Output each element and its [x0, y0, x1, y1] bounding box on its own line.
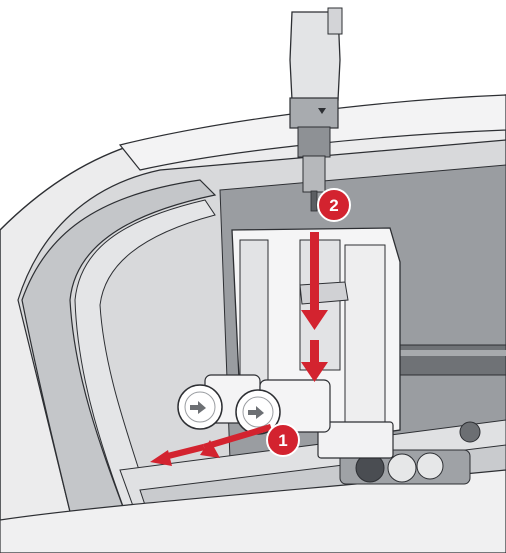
- tool-clip: [327, 7, 343, 35]
- step-badge-2: 2: [317, 188, 351, 222]
- blade-knob-left: [177, 374, 261, 430]
- step-number-1: 1: [278, 431, 287, 450]
- tool-holder: [231, 227, 401, 459]
- tool-holder-clamp: [299, 281, 349, 305]
- machine-left-wall-highlight: [74, 199, 216, 553]
- tool-shaft-lower: [302, 155, 326, 193]
- arrow-pull-left: [150, 424, 272, 466]
- carriage-rail: [389, 344, 506, 376]
- tool-collar: [289, 97, 339, 129]
- tool-holder-slot-right: [344, 244, 386, 426]
- step-badge-1: 1: [266, 423, 300, 457]
- tool-holder-foot: [317, 421, 394, 459]
- tool-shaft-upper: [297, 126, 331, 158]
- machine-left-wall: [21, 179, 217, 553]
- tool-arrow-marker: [318, 108, 326, 114]
- front-lip: [0, 469, 506, 553]
- arrow-insert-down: [301, 232, 328, 382]
- tool-holder-slot-center: [299, 239, 341, 371]
- tool-holder-slot-left: [239, 239, 269, 391]
- step-number-2: 2: [329, 196, 338, 215]
- tool-blade-tip: [310, 190, 318, 212]
- feed-rollers: [339, 421, 481, 485]
- carriage-rail-highlight: [390, 350, 506, 356]
- cutting-tool-icon: [289, 7, 343, 212]
